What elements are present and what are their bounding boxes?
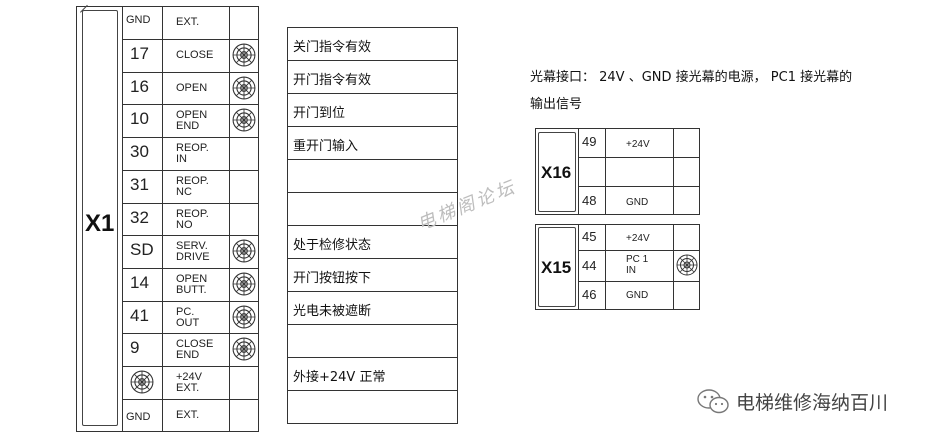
x1-pin-2-number: 16: [130, 76, 149, 96]
x1-pin-4-number: 30: [130, 142, 149, 162]
x15-pin-1-label: +24V: [626, 233, 650, 244]
x16-pin-3-label: GND: [626, 197, 649, 208]
x1-pin-8-label: OPEN BUTT.: [176, 272, 208, 296]
x1-pin-6-number: 32: [130, 207, 149, 227]
x1-pin-11-terminal-icon: [130, 370, 154, 394]
x1-pin-12-label: EXT.: [176, 408, 200, 421]
x1-header-pin: GND: [126, 14, 151, 26]
note-line-1: 光幕接口： 24V 、GND 接光幕的电源， PC1 接光幕的: [530, 70, 853, 85]
x1-pin-8-capacitor-icon: [232, 272, 256, 296]
x1-connector-label: X1: [85, 210, 115, 237]
note-line-2: 输出信号: [530, 97, 583, 112]
x1-pin-10-label: CLOSE END: [176, 338, 214, 362]
signal-description-2: 开门指令有效: [293, 73, 372, 88]
signal-description-8: 开门按钮按下: [293, 271, 372, 286]
x1-header-label: EXT.: [176, 16, 200, 28]
x1-pin-10-number: 9: [130, 338, 140, 358]
x1-pin-11-label: +24V EXT.: [176, 371, 202, 394]
x16-pin-1-label: +24V: [626, 139, 650, 150]
x1-pin-9-label: PC. OUT: [176, 305, 200, 329]
x1-pin-9-capacitor-icon: [232, 305, 256, 329]
signal-description-7: 处于检修状态: [293, 238, 372, 253]
x1-pin-5-number: 31: [130, 174, 149, 194]
x15-pin-3-number: 46: [582, 287, 597, 302]
signal-description-9: 光电未被遮断: [293, 304, 372, 319]
x15-pin-2-label: PC 1 IN: [626, 254, 649, 276]
x1-pin-10-capacitor-icon: [232, 337, 256, 361]
x1-pin-7-capacitor-icon: [232, 239, 256, 263]
brand-name: 电梯维修海纳百川: [736, 392, 889, 414]
x1-pin-3-capacitor-icon: [232, 108, 256, 132]
signal-description-1: 关门指令有效: [293, 40, 372, 55]
wechat-icon: [697, 389, 729, 414]
signal-description-4: 重开门输入: [293, 139, 359, 154]
x15-pin-1-number: 45: [582, 229, 597, 244]
x1-pin-3-label: OPEN END: [176, 109, 208, 133]
x1-pin-4-label: REOP. IN: [176, 142, 209, 166]
x1-pin-9-number: 41: [130, 305, 149, 325]
x15-pin-2-number: 44: [582, 258, 597, 273]
x1-pin-5-label: REOP. NC: [176, 174, 209, 198]
x1-pin-1-number: 17: [130, 44, 149, 63]
x1-pin-6-label: REOP. NO: [176, 207, 209, 231]
signal-description-3: 开门到位: [293, 106, 346, 121]
x1-pin-2-capacitor-icon: [232, 76, 256, 100]
x16-connector-label: X16: [541, 163, 572, 182]
x1-pin-2-label: OPEN: [176, 81, 208, 94]
x1-pin-12-number: GND: [126, 410, 151, 423]
x16-pin-1-number: 49: [582, 134, 597, 149]
x15-pin-3-label: GND: [626, 290, 649, 301]
x1-pin-8-number: 14: [130, 272, 149, 292]
signal-description-11: 外接+24V 正常: [293, 370, 386, 385]
x1-pin-7-number: SD: [130, 240, 154, 260]
x16-pin-3-number: 48: [582, 193, 597, 208]
x1-pin-1-label: CLOSE: [176, 49, 214, 61]
x1-pin-1-capacitor-icon: [232, 43, 256, 67]
x1-pin-7-label: SERV. DRIVE: [176, 240, 210, 264]
x15-connector-label: X15: [541, 258, 572, 277]
x1-pin-3-number: 10: [130, 109, 149, 129]
x15-pin-2-capacitor-icon: [676, 254, 698, 276]
